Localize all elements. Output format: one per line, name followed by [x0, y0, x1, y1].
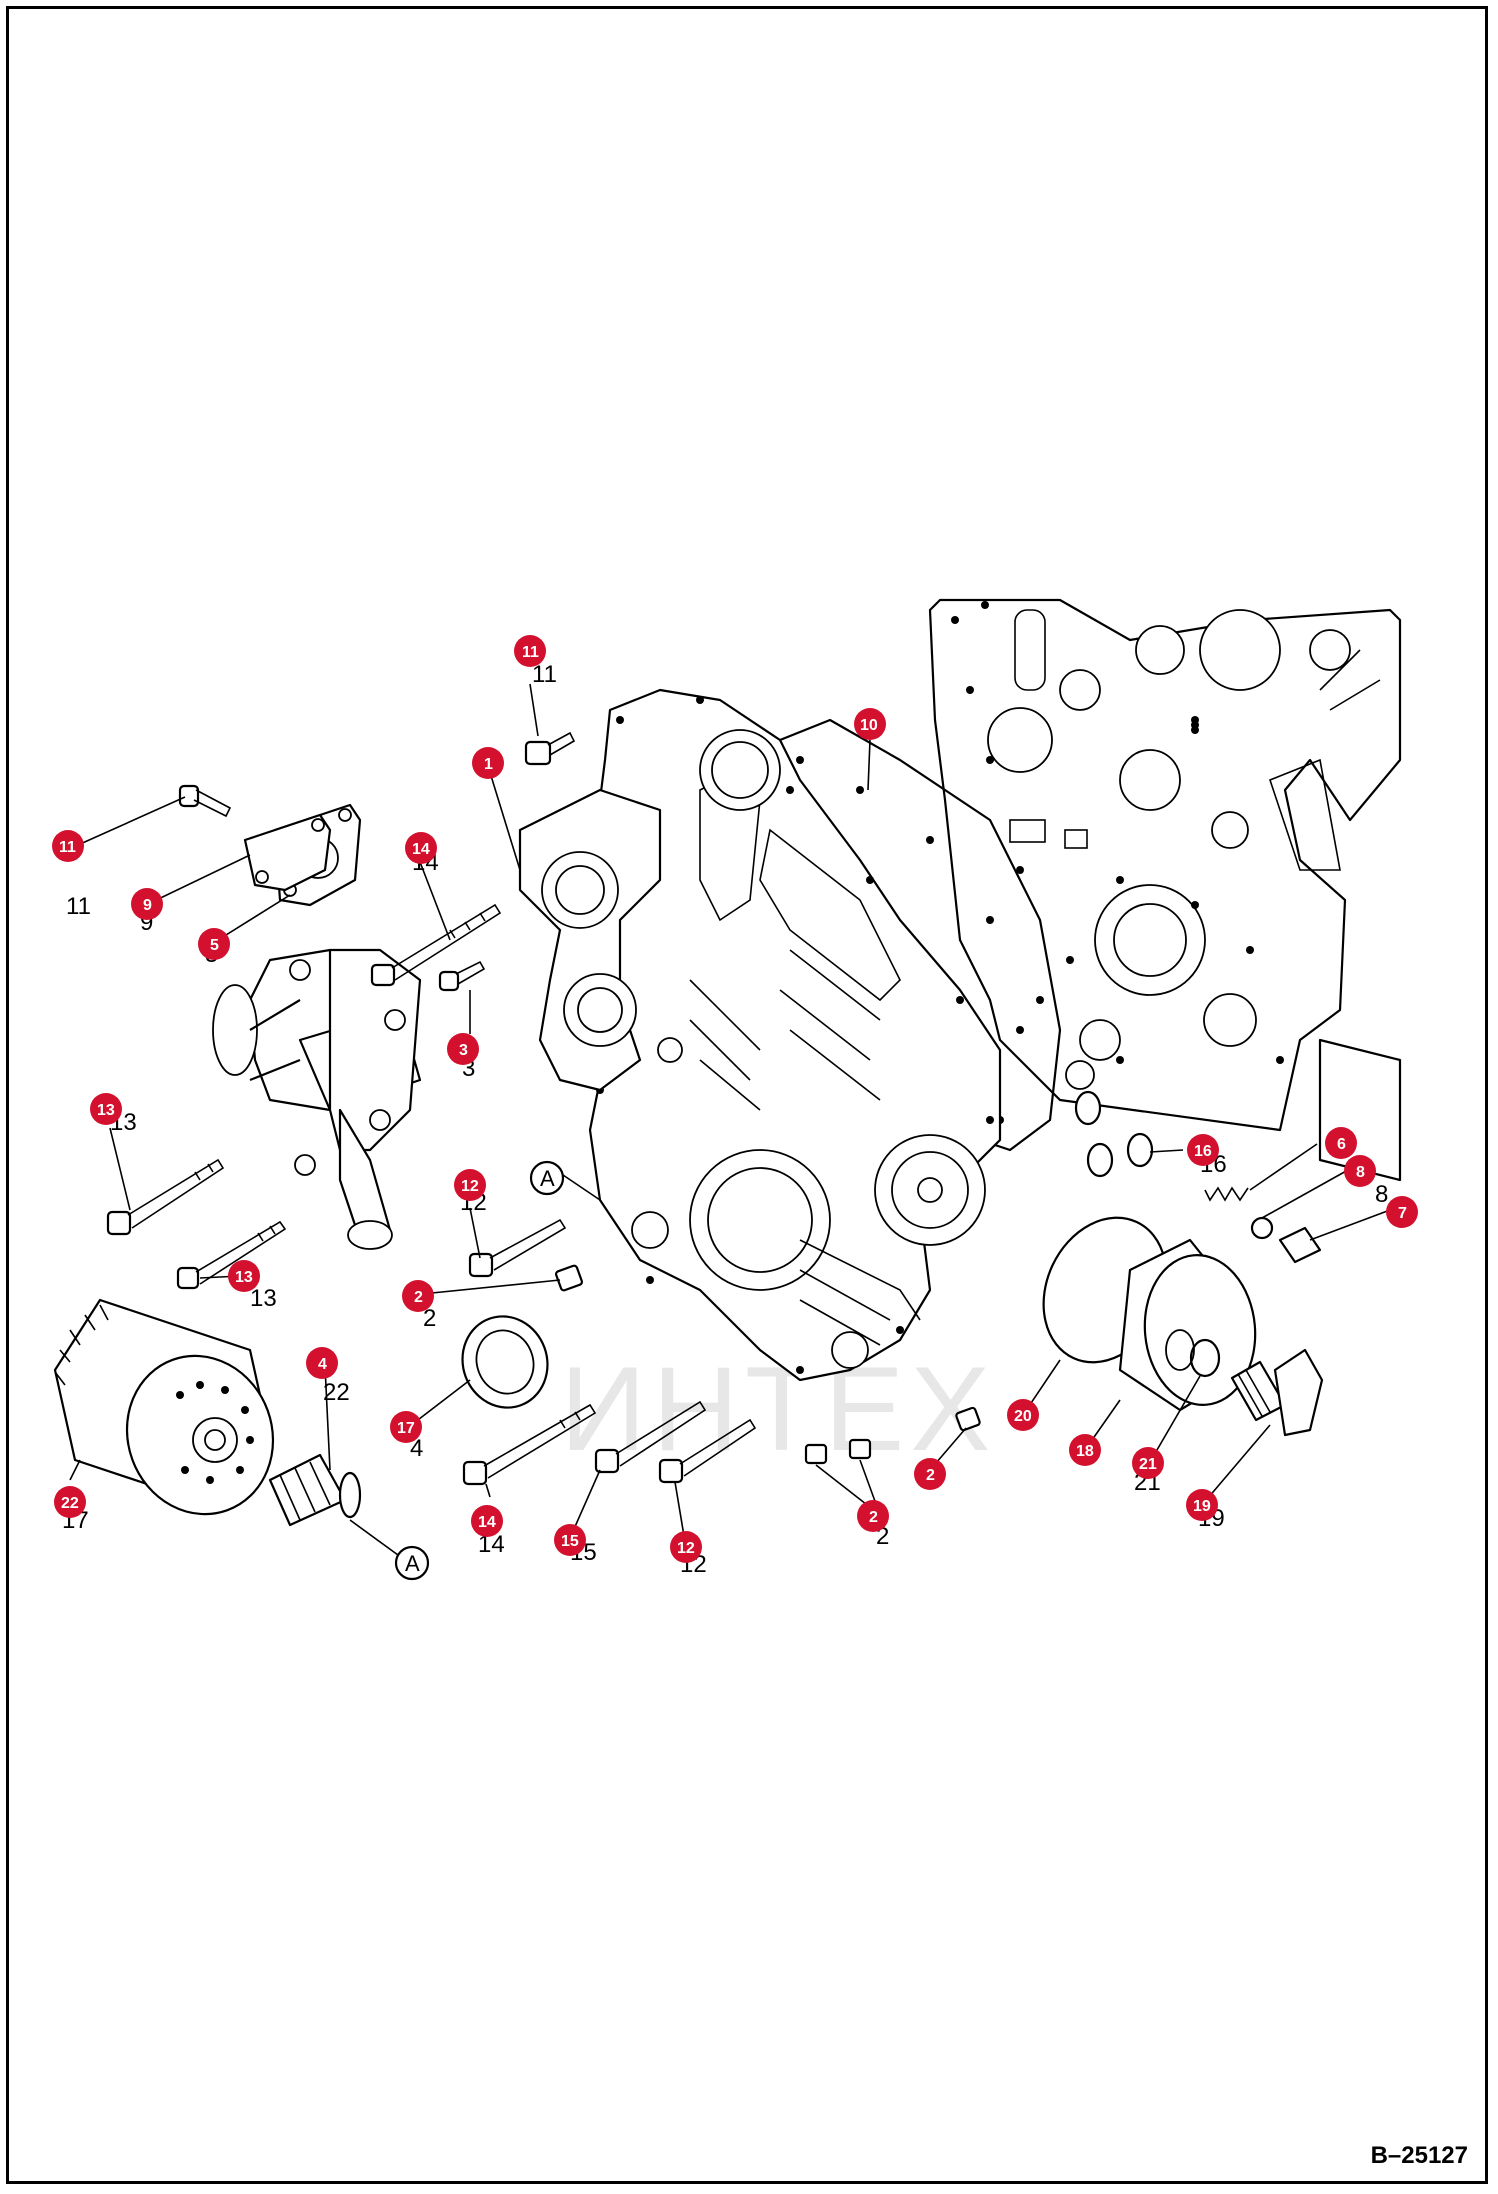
callout-4[interactable]: 4: [306, 1347, 338, 1379]
callout-2-left[interactable]: 2: [402, 1280, 434, 1312]
svg-text:4: 4: [318, 1356, 327, 1373]
svg-text:11: 11: [59, 839, 76, 856]
callout-2-bottom[interactable]: 2: [857, 1500, 889, 1532]
svg-text:2: 2: [423, 1305, 436, 1332]
bolt-3: [438, 960, 486, 992]
svg-text:2: 2: [414, 1289, 423, 1306]
callout-17[interactable]: 17: [390, 1411, 422, 1443]
svg-text:19: 19: [1193, 1498, 1211, 1515]
oil-seal: [461, 1315, 549, 1409]
pump-cover-18: [1118, 1238, 1257, 1412]
callout-11-left[interactable]: 11: [52, 830, 84, 862]
relief-plug: [1278, 1226, 1322, 1264]
oil-filter: [53, 1298, 275, 1516]
callout-8[interactable]: 8: [1344, 1155, 1376, 1187]
engine-block: [928, 598, 1402, 1182]
nut-2b: [804, 1438, 872, 1465]
svg-text:16: 16: [1194, 1143, 1212, 1160]
callout-10[interactable]: 10: [854, 708, 886, 740]
relief-ball: [1250, 1216, 1274, 1240]
drain-plug-19: [1230, 1348, 1324, 1437]
o-ring-21: [1189, 1338, 1221, 1378]
callout-15[interactable]: 15: [554, 1524, 586, 1556]
callout-7[interactable]: 7: [1386, 1196, 1418, 1228]
nut-2c: [955, 1406, 981, 1432]
svg-text:3: 3: [459, 1042, 468, 1059]
callout-9[interactable]: 9: [131, 888, 163, 920]
reference-letter: A: [405, 1551, 420, 1576]
callout-1[interactable]: 1: [472, 747, 504, 779]
o-rings: [1074, 1090, 1154, 1178]
callout-2-right[interactable]: 2: [914, 1458, 946, 1490]
cover-plate: [243, 813, 332, 892]
svg-text:13: 13: [97, 1102, 115, 1119]
svg-text:12: 12: [461, 1178, 479, 1195]
figure-id: B–25127: [1370, 2142, 1468, 2169]
callout-19[interactable]: 19: [1186, 1489, 1218, 1521]
water-pump: [212, 948, 422, 1250]
callout-13-upper[interactable]: 13: [90, 1093, 122, 1125]
callout-20[interactable]: 20: [1007, 1399, 1039, 1431]
bolt-12-lower: [658, 1418, 757, 1484]
svg-text:17: 17: [397, 1420, 415, 1437]
svg-text:8: 8: [1375, 1181, 1388, 1208]
svg-text:12: 12: [677, 1540, 695, 1557]
drawing-frame: [6, 6, 1488, 2184]
svg-text:14: 14: [412, 841, 430, 858]
callout-12-lower[interactable]: 12: [670, 1531, 702, 1563]
bolt-15: [594, 1400, 707, 1474]
nut-2a: [554, 1264, 584, 1292]
bolt-11-left: [178, 784, 232, 818]
reference-marker-lower: A: [394, 1545, 430, 1581]
callout-3[interactable]: 3: [447, 1033, 479, 1065]
callout-22[interactable]: 22: [54, 1486, 86, 1518]
bolt-13-lower: [176, 1220, 287, 1290]
callout-14-upper[interactable]: 14: [405, 832, 437, 864]
callout-18[interactable]: 18: [1069, 1434, 1101, 1466]
svg-text:2: 2: [926, 1467, 935, 1484]
bolt-11-top: [524, 731, 576, 766]
bolt-14-upper: [370, 903, 502, 987]
svg-text:13: 13: [235, 1269, 253, 1286]
svg-text:7: 7: [1398, 1205, 1407, 1222]
callout-14-lower[interactable]: 14: [471, 1505, 503, 1537]
svg-text:21: 21: [1139, 1456, 1157, 1473]
svg-text:15: 15: [561, 1533, 579, 1550]
svg-text:11: 11: [66, 893, 91, 920]
bolt-13-upper: [106, 1158, 225, 1236]
callout-12-upper[interactable]: 12: [454, 1169, 486, 1201]
callout-badges: 11 10 1 11 9 5 14 3: [52, 635, 1418, 1563]
svg-text:20: 20: [1014, 1408, 1032, 1425]
svg-text:4: 4: [410, 1435, 423, 1462]
relief-spring: [1204, 1186, 1249, 1202]
svg-text:11: 11: [522, 644, 539, 661]
svg-text:13: 13: [250, 1285, 277, 1312]
svg-text:22: 22: [323, 1379, 350, 1406]
reference-letter: A: [540, 1166, 555, 1191]
svg-text:10: 10: [860, 717, 878, 734]
gear-case-cover: [558, 688, 1002, 1382]
svg-text:2: 2: [869, 1509, 878, 1526]
svg-text:8: 8: [1356, 1164, 1365, 1181]
svg-text:18: 18: [1076, 1443, 1094, 1460]
svg-text:14: 14: [478, 1514, 496, 1531]
svg-text:22: 22: [61, 1495, 79, 1512]
callout-13-lower[interactable]: 13: [228, 1260, 260, 1292]
callout-5[interactable]: 5: [198, 928, 230, 960]
callout-6[interactable]: 6: [1325, 1127, 1357, 1159]
svg-text:6: 6: [1337, 1136, 1346, 1153]
callout-11-top[interactable]: 11: [514, 635, 546, 667]
bolt-12-upper: [468, 1218, 567, 1278]
svg-text:1: 1: [484, 756, 493, 773]
callout-16[interactable]: 16: [1187, 1134, 1219, 1166]
filter-nipple: [268, 1453, 362, 1527]
watermark-text: ИНТЕХ: [560, 1342, 996, 1476]
bolt-14-lower: [462, 1403, 597, 1486]
thermostat-housing: [518, 788, 683, 1092]
svg-text:5: 5: [210, 937, 219, 954]
svg-text:9: 9: [143, 897, 152, 914]
reference-marker-upper: A: [529, 1160, 565, 1196]
callout-21[interactable]: 21: [1132, 1447, 1164, 1479]
